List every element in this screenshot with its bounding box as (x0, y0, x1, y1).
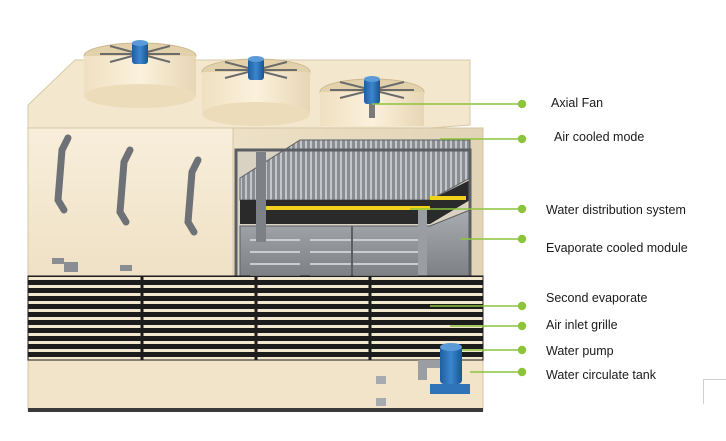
label-air-inlet-grille: Air inlet grille (546, 318, 618, 332)
tank-fittings (376, 376, 386, 406)
label-axial-fan: Axial Fan (551, 96, 604, 110)
casing-base (28, 408, 483, 412)
label-air-cooled-mode: Air cooled mode (554, 130, 645, 144)
front-pipes (54, 134, 202, 236)
fan-1 (83, 40, 197, 108)
corner-mark (703, 379, 726, 404)
fan-2 (201, 56, 311, 126)
label-second-evaporate: Second evaporate (546, 291, 648, 305)
fan-3 (319, 76, 425, 126)
label-water-circulate-tank: Water circulate tank (546, 368, 656, 382)
front-fittings (52, 258, 132, 272)
label-water-pump: Water pump (546, 344, 614, 358)
label-evaporate-cooled-module: Evaporate cooled module (546, 241, 688, 255)
air-inlet-grille (27, 275, 484, 361)
leader-lines (372, 99, 527, 377)
label-water-distribution-system: Water distribution system (546, 203, 686, 217)
water-pump (418, 343, 470, 394)
